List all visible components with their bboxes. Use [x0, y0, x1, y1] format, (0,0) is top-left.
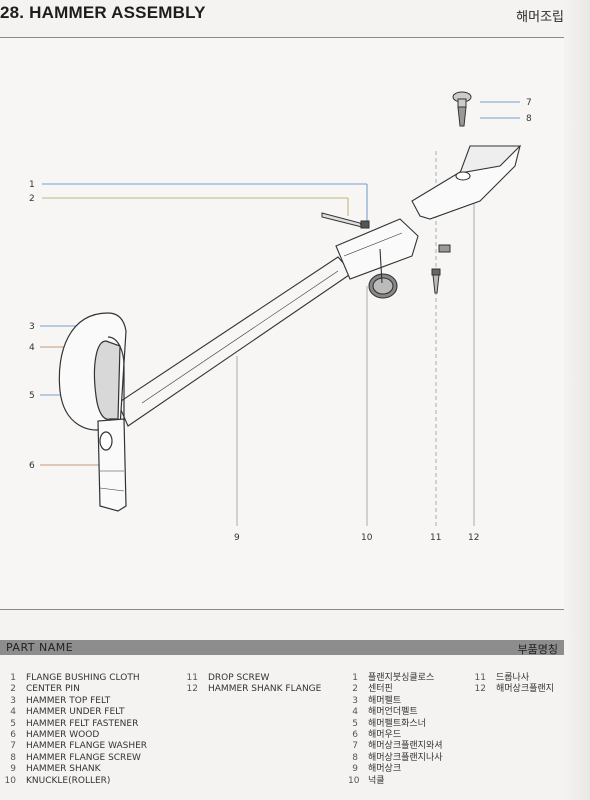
callout-1: 1: [29, 180, 35, 190]
page-title-korean: 해머조립: [516, 10, 564, 25]
callout-11: 11: [430, 533, 441, 543]
small-nut: [438, 244, 451, 253]
callout-10: 10: [361, 533, 373, 543]
hammer-assembly-diagram: 1 2 3 4 5 6 7 8 9 10 11 12: [29, 91, 532, 543]
callout-3: 3: [29, 322, 35, 332]
page-edge-shadow: [564, 0, 590, 800]
page-title: 28. HAMMER ASSEMBLY: [0, 3, 206, 22]
flange-knuckle: [335, 218, 419, 299]
callout-12: 12: [468, 533, 479, 543]
callout-2: 2: [29, 194, 35, 204]
hammer-shank-flange: [411, 145, 522, 220]
assembly-diagram-frame: 1 2 3 4 5 6 7 8 9 10 11 12: [0, 37, 565, 610]
callout-6: 6: [29, 461, 35, 471]
drop-screw: [431, 268, 441, 294]
hammer-head: [58, 312, 127, 512]
callout-8: 8: [526, 114, 532, 124]
parts-header-label-korean: 부품명칭: [517, 643, 558, 656]
hammer-shank: [117, 256, 353, 427]
callout-7: 7: [526, 98, 532, 108]
parts-name-header-bar: PART NAME 부품명칭: [0, 640, 564, 656]
callout-4: 4: [29, 343, 35, 353]
parts-header-label: PART NAME: [6, 641, 74, 654]
center-pin: [321, 212, 370, 229]
flange-screw: [452, 91, 472, 127]
callout-9: 9: [234, 533, 240, 543]
callout-5: 5: [29, 391, 35, 401]
